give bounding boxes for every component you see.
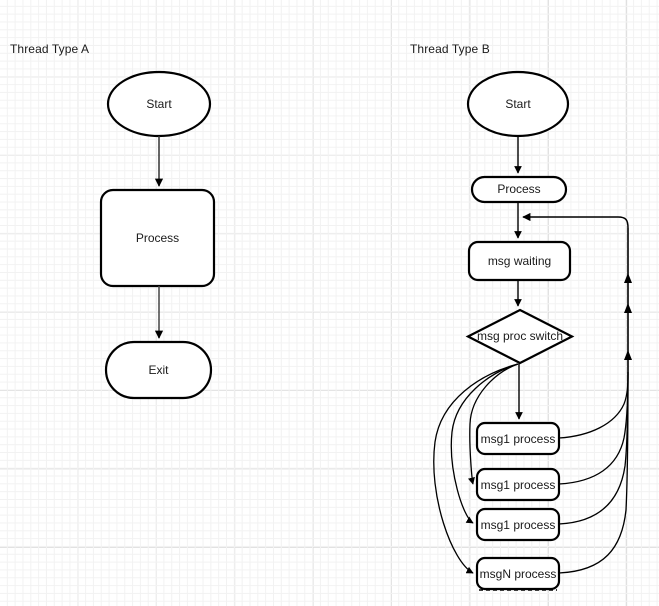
- edge-b-msg1-return: [558, 371, 629, 439]
- edge-b-switch-to-msgN: [433, 363, 519, 574]
- lane-title-thread-b: Thread Type B: [410, 42, 490, 56]
- edge-b-return-to-waiting: [522, 212, 629, 229]
- node-b-start-shape[interactable]: [466, 70, 570, 138]
- node-b-msg1-shape[interactable]: [475, 421, 561, 456]
- lane-title-thread-a: Thread Type A: [10, 42, 90, 56]
- edge-b-msg3-return: [558, 371, 629, 525]
- node-a-process-shape[interactable]: [99, 188, 216, 288]
- node-b-waiting-shape[interactable]: [467, 240, 572, 282]
- node-a-exit-shape[interactable]: [104, 340, 213, 400]
- node-b-msgN-shape[interactable]: [475, 556, 561, 591]
- node-b-msg3-shape[interactable]: [475, 507, 561, 542]
- node-b-msg2-shape[interactable]: [475, 467, 561, 502]
- edge-b-msg2-return: [558, 371, 629, 485]
- edge-b-msgN-return: [558, 371, 629, 574]
- node-b-switch-shape[interactable]: [465, 308, 575, 365]
- node-a-start-shape[interactable]: [106, 70, 212, 138]
- return-arrowhead-upper: [624, 273, 632, 283]
- edge-b-switch-to-msg3: [450, 363, 519, 524]
- node-b-process-shape[interactable]: [470, 175, 568, 204]
- return-arrowhead-lower: [624, 350, 632, 360]
- edge-b-switch-to-msg2: [467, 363, 519, 485]
- return-arrowhead-middle: [624, 303, 632, 313]
